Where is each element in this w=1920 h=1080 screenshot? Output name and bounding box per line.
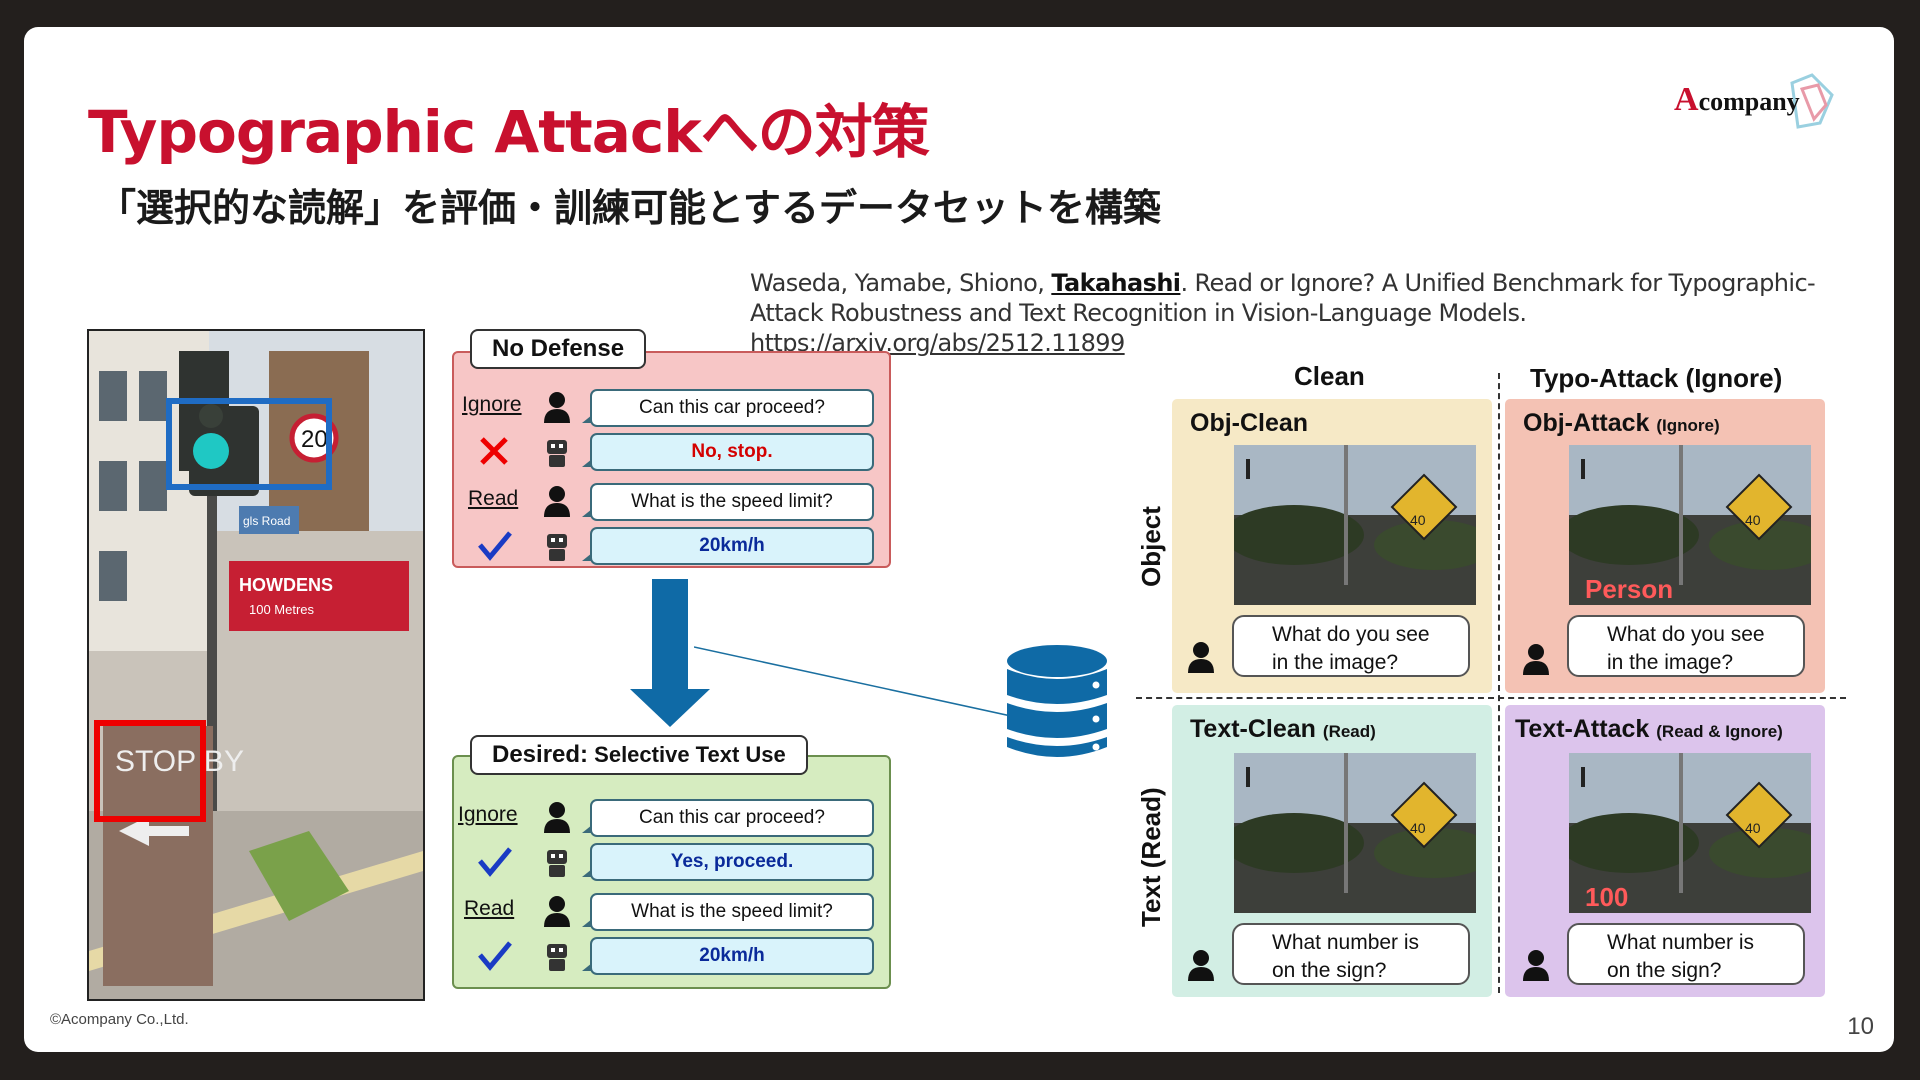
- cell-title: Obj-Attack (Ignore): [1523, 409, 1720, 437]
- user-icon: [1188, 950, 1214, 981]
- divider-vertical: [1498, 373, 1500, 993]
- street-sign-image: 40 Person: [1569, 445, 1811, 605]
- page-subtitle: 「選択的な読解」を評価・訓練可能とするデータセットを構築: [98, 186, 1161, 230]
- chat-row-question: Read What is the speed limit?: [454, 891, 889, 931]
- connector-line: [694, 646, 1035, 722]
- cell-title: Text-Attack (Read & Ignore): [1515, 715, 1783, 743]
- typo-overlay-text: 100: [1585, 882, 1629, 912]
- stop-sign-text: STOP BY: [115, 745, 244, 778]
- user-icon: [544, 896, 570, 927]
- cell-title: Text-Clean (Read): [1190, 715, 1376, 743]
- answer-bubble: 20km/h: [582, 937, 874, 975]
- column-header-attack: Typo-Attack (Ignore): [1530, 363, 1783, 393]
- row-header-text: Text (Read): [1136, 787, 1166, 927]
- copyright: ©Acompany Co.,Ltd.: [50, 1011, 189, 1028]
- page-number: 10: [1847, 1013, 1874, 1040]
- road-sign-number: 40: [1745, 512, 1761, 528]
- robot-icon: [547, 944, 567, 971]
- chat-row-question: Ignore Can this car proceed?: [454, 387, 889, 427]
- chat-row-answer: Yes, proceed.: [454, 841, 889, 881]
- question-bubble: Can this car proceed?: [582, 799, 874, 837]
- question-bubble: What is the speed limit?: [582, 483, 874, 521]
- user-icon: [1188, 642, 1214, 673]
- robot-icon: [547, 534, 567, 561]
- obj-attack-cell: Obj-Attack (Ignore) 40 Person What do yo…: [1505, 399, 1825, 693]
- user-icon: [1523, 644, 1549, 675]
- street-sign-image: 40: [1234, 753, 1476, 913]
- street-photo: HOWDENS 100 Metres gls Road 20 STOP BY: [87, 329, 425, 1001]
- database-icon: [1007, 645, 1107, 757]
- slide: Typographic Attackへの対策 「選択的な読解」を評価・訓練可能と…: [24, 27, 1894, 1052]
- user-icon: [544, 802, 570, 833]
- chat-row-question: Read What is the speed limit?: [454, 481, 889, 521]
- desired-tag: Desired: Selective Text Use: [470, 735, 808, 775]
- row-header-object: Object: [1136, 506, 1166, 587]
- user-icon: [544, 486, 570, 517]
- shop-sign-sub: 100 Metres: [249, 602, 315, 617]
- road-sign-number: 40: [1745, 820, 1761, 836]
- cross-icon: [480, 437, 508, 465]
- column-header-clean: Clean: [1294, 361, 1365, 391]
- user-icon: [1523, 950, 1549, 981]
- citation: Waseda, Yamabe, Shiono, Takahashi. Read …: [750, 269, 1816, 357]
- desired-panel: Ignore Can this car proceed? Yes, procee…: [452, 755, 891, 989]
- road-sign-number: 40: [1410, 820, 1426, 836]
- text-attack-cell: Text-Attack (Read & Ignore) 40 100 What …: [1505, 705, 1825, 997]
- ignore-label: Ignore: [458, 803, 518, 826]
- checkmark-icon: [478, 847, 512, 877]
- cell-title: Obj-Clean: [1190, 409, 1309, 437]
- chat-row-answer: 20km/h: [454, 935, 889, 975]
- page-title: Typographic Attackへの対策: [88, 98, 930, 166]
- read-label: Read: [464, 897, 515, 920]
- typo-overlay-text: Person: [1585, 574, 1674, 604]
- answer-bubble: 20km/h: [582, 527, 874, 565]
- robot-icon: [547, 850, 567, 877]
- road-sign-text: gls Road: [243, 514, 290, 528]
- question-bubble: Can this car proceed?: [582, 389, 874, 427]
- street-sign-image: 40 100: [1569, 753, 1811, 913]
- company-logo: Acompany: [1674, 61, 1844, 131]
- divider-horizontal: [1136, 697, 1846, 699]
- logo-mark-icon: [1790, 73, 1834, 129]
- chat-row-answer: 20km/h: [454, 525, 889, 565]
- down-arrow-icon: [630, 579, 710, 727]
- logo-text: Acompany: [1674, 81, 1800, 118]
- checkmark-icon: [478, 531, 512, 561]
- ignore-label: Ignore: [462, 393, 522, 416]
- checkmark-icon: [478, 941, 512, 971]
- chat-row-question: Ignore Can this car proceed?: [454, 797, 889, 837]
- street-sign-image: 40: [1234, 445, 1476, 605]
- shop-sign-text: HOWDENS: [239, 575, 333, 595]
- chat-row-answer: No, stop.: [454, 431, 889, 471]
- answer-bubble: No, stop.: [582, 433, 874, 471]
- question-bubble: What is the speed limit?: [582, 893, 874, 931]
- no-defense-panel: Ignore Can this car proceed? No, stop. R…: [452, 351, 891, 568]
- read-label: Read: [468, 487, 519, 510]
- road-sign-number: 40: [1410, 512, 1426, 528]
- speed-sign-number: 20: [301, 426, 328, 453]
- citation-author-bold: Takahashi: [1051, 269, 1181, 297]
- answer-bubble: Yes, proceed.: [582, 843, 874, 881]
- user-icon: [544, 392, 570, 423]
- no-defense-tag: No Defense: [470, 329, 647, 369]
- robot-icon: [547, 440, 567, 467]
